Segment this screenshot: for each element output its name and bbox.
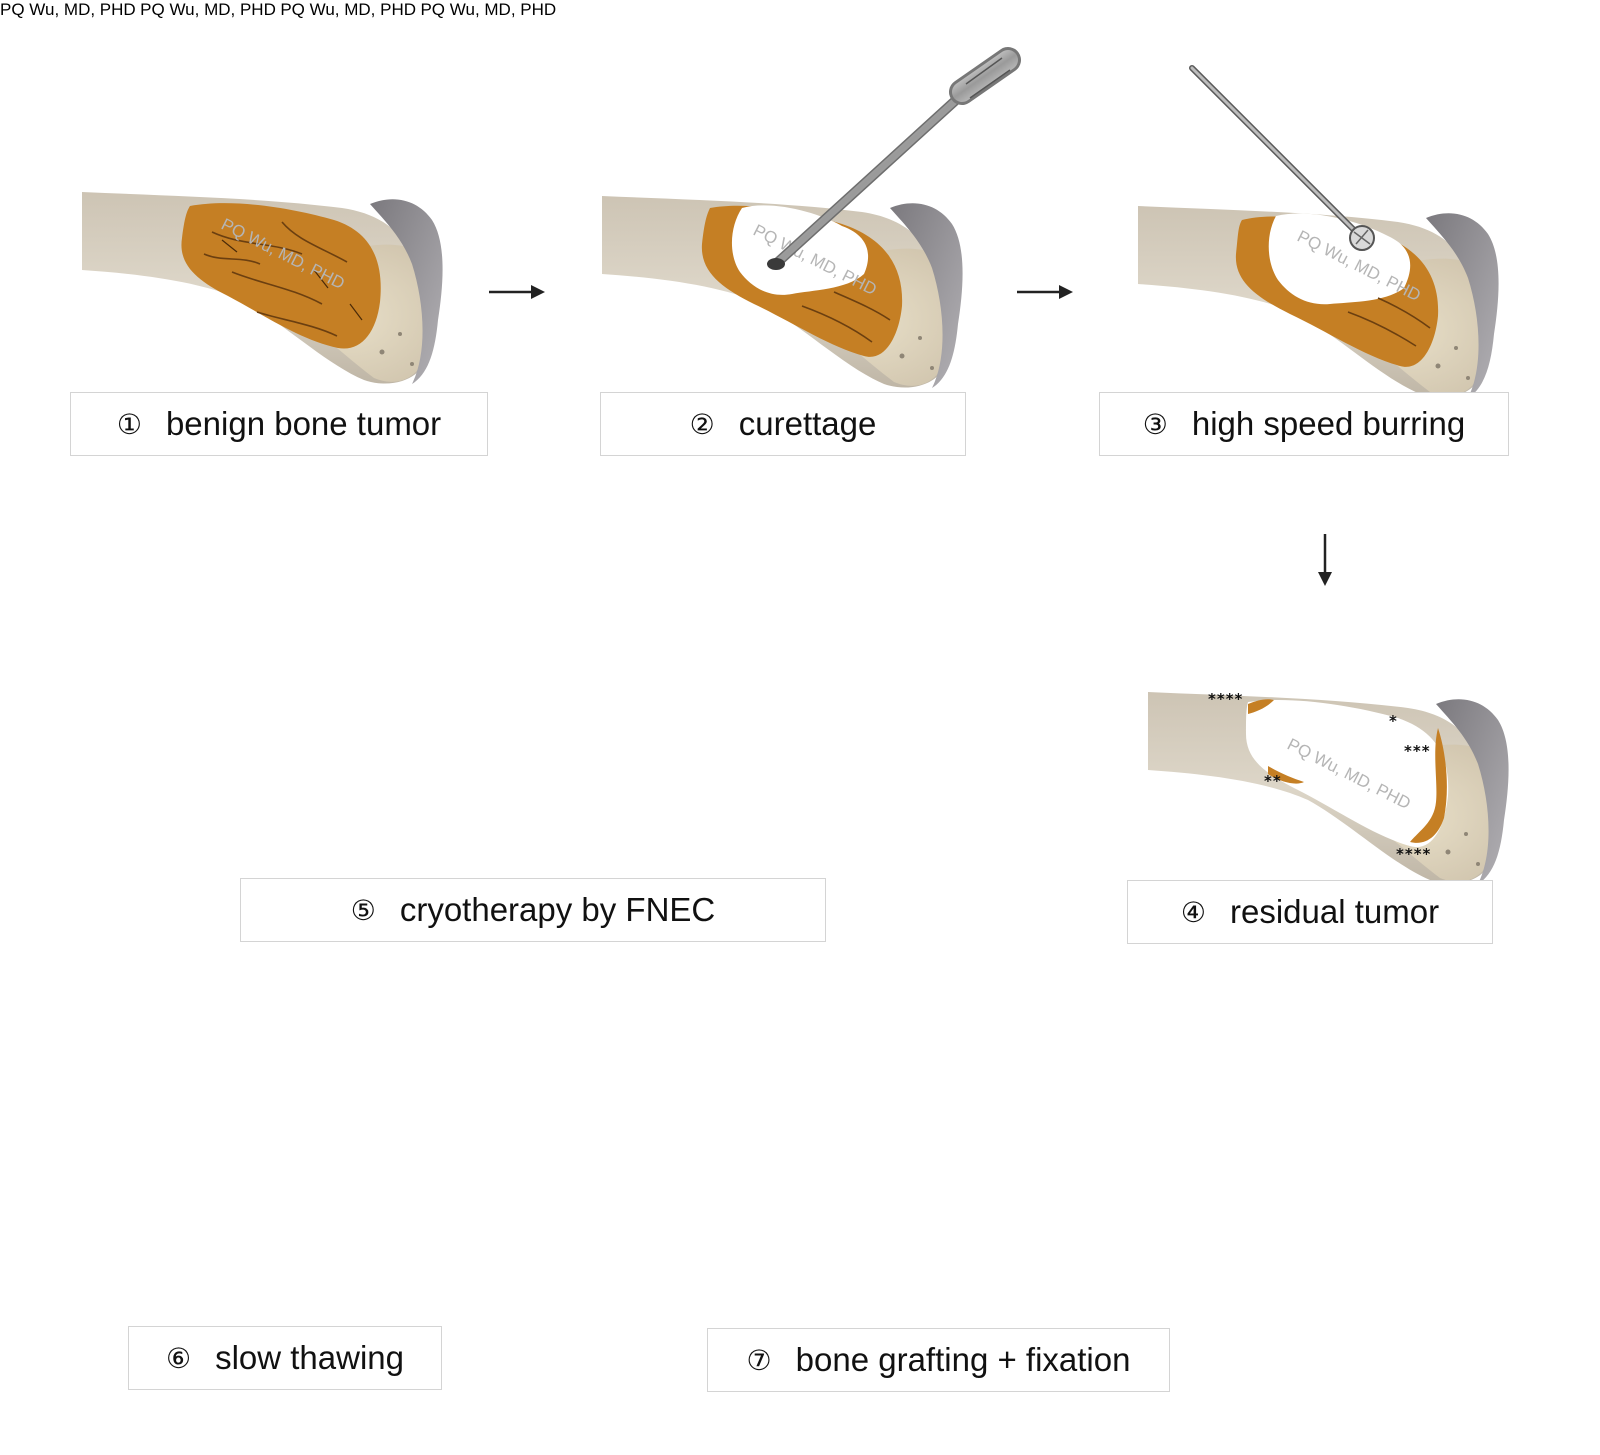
watermark: PQ Wu, MD, PHD <box>140 0 276 19</box>
arrow-icon <box>487 283 547 301</box>
step-label-6: ⑥ slow thawing <box>128 1326 442 1390</box>
panel-benign-bone-tumor: PQ Wu, MD, PHD <box>82 192 443 384</box>
panel-residual-tumor: PQ Wu, MD, PHD <box>1148 692 1509 884</box>
watermark: PQ Wu, MD, PHD <box>0 0 136 19</box>
step-text: slow thawing <box>215 1339 405 1376</box>
step-text: curettage <box>738 405 877 442</box>
step-label-1: ① benign bone tumor <box>70 392 488 456</box>
step-text: high speed burring <box>1191 405 1466 442</box>
burr-icon <box>1189 65 1375 251</box>
residual-marker: *** <box>1404 742 1431 760</box>
step-number: ③ <box>1142 407 1168 441</box>
panel-bone-grafting-fixation: PQ Wu, MD, PHD <box>420 0 557 19</box>
watermark: PQ Wu, MD, PHD <box>280 0 417 19</box>
step-label-7: ⑦ bone grafting + fixation <box>707 1328 1170 1392</box>
step-label-2: ② curettage <box>600 392 966 456</box>
watermark: PQ Wu, MD, PHD <box>420 0 557 19</box>
step-number: ① <box>116 407 142 441</box>
residual-marker: **** <box>1396 845 1432 863</box>
residual-marker: * <box>1389 712 1398 730</box>
curette-icon <box>767 47 1021 270</box>
residual-marker: ** <box>1264 772 1282 790</box>
panel-cryotherapy: PQ Wu, MD, PHD <box>140 0 280 19</box>
step-text: residual tumor <box>1230 893 1440 930</box>
step-text: bone grafting + fixation <box>795 1341 1131 1378</box>
step-number: ⑤ <box>350 893 376 927</box>
step-number: ⑥ <box>165 1341 192 1375</box>
arrow-icon <box>1015 283 1075 301</box>
residual-marker: **** <box>1208 690 1244 708</box>
step-number: ④ <box>1180 895 1206 929</box>
panel-slow-thawing: PQ Wu, MD, PHD <box>280 0 420 19</box>
step-label-5: ⑤ cryotherapy by FNEC <box>240 878 826 942</box>
panel-high-speed-burring: PQ Wu, MD, PHD <box>1138 206 1499 398</box>
step-label-3: ③ high speed burring <box>1099 392 1509 456</box>
step-text: cryotherapy by FNEC <box>399 891 716 928</box>
arrow-icon <box>1316 532 1334 588</box>
step-label-4: ④ residual tumor <box>1127 880 1493 944</box>
panel-curettage: PQ Wu, MD, PHD <box>602 196 963 388</box>
step-text: benign bone tumor <box>165 405 442 442</box>
step-number: ⑦ <box>746 1343 772 1377</box>
step-number: ② <box>689 407 715 441</box>
panel-cleaned-cavity: PQ Wu, MD, PHD <box>0 0 140 19</box>
